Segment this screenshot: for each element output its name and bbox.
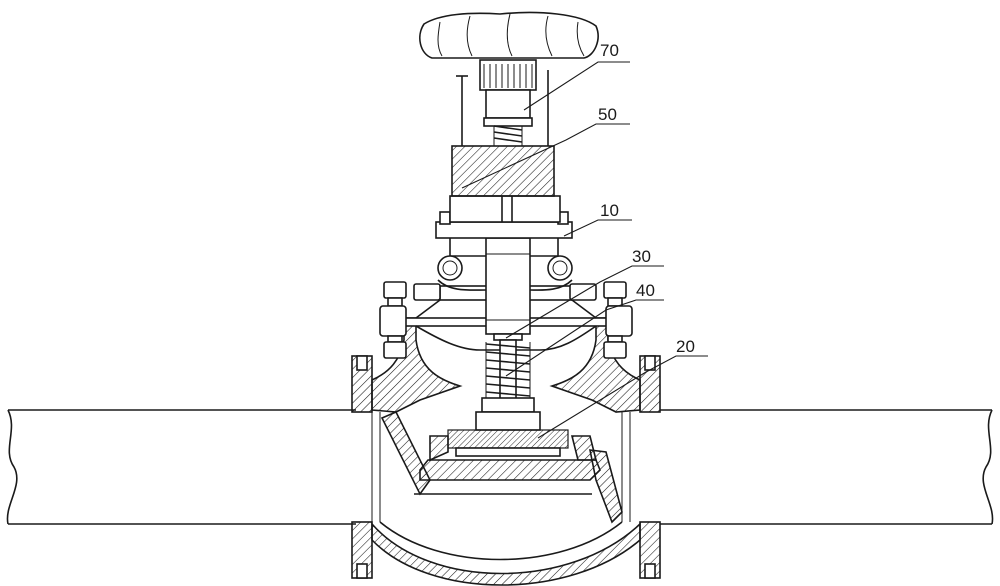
ref-label-50: 50 [598, 105, 617, 124]
handwheel [419, 11, 599, 59]
ref-label-70: 70 [600, 41, 619, 60]
right-pipe [660, 409, 994, 525]
valve-stem [485, 237, 531, 401]
left-pipe [6, 409, 356, 525]
upper-shaft-assembly [456, 59, 549, 146]
left-flange [351, 355, 381, 579]
ref-label-30: 30 [632, 247, 651, 266]
ref-label-20: 20 [676, 337, 695, 356]
ref-label-40: 40 [636, 281, 655, 300]
valve-disc [447, 397, 569, 457]
yoke-bracket [435, 211, 573, 291]
actuator-block [449, 145, 561, 223]
leader-lines [461, 61, 708, 439]
lower-spring [485, 342, 531, 398]
ref-label-10: 10 [600, 201, 619, 220]
left-bolt-stack [379, 281, 441, 359]
reference-labels: 70 50 10 30 40 20 [598, 41, 695, 356]
